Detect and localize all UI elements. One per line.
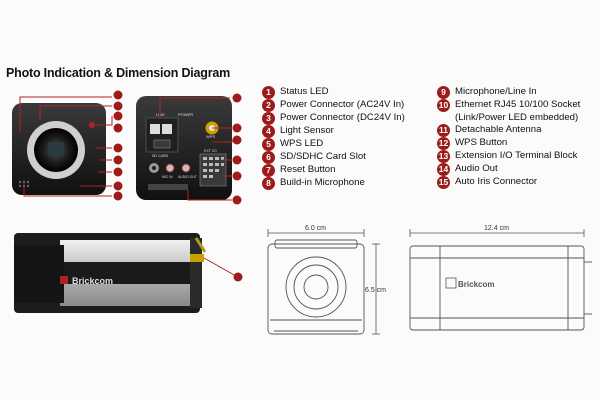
outline-brand-logo: Brickcom [458, 280, 494, 289]
legend-number-badge: 11 [437, 124, 450, 138]
legend-number-badge: 1 [262, 86, 275, 99]
legend-number-badge: 6 [262, 151, 275, 164]
rear-callout-badges [232, 93, 242, 205]
legend-item: 6 SD/SDHC Card Slot [262, 151, 405, 164]
legend-item: 9 Microphone/Line In [437, 86, 580, 99]
legend-label: SD/SDHC Card Slot [280, 151, 366, 162]
rear-view-camera: LINK POWER SD CARD WPS MIC IN AUDIO OUT … [136, 96, 232, 200]
legend-number-badge: 12 [437, 137, 450, 151]
page-title: Photo Indication & Dimension Diagram [6, 66, 231, 80]
legend-item: 5 WPS LED [262, 138, 405, 151]
legend-label: Power Connector (DC24V In) [280, 112, 405, 123]
legend-item: 8 Build-in Microphone [262, 177, 405, 190]
legend-item: 14 Audio Out [437, 163, 580, 177]
legend-number-badge: 4 [262, 125, 275, 138]
front-outline-drawing [267, 239, 365, 335]
rear-leader-lines [159, 97, 233, 201]
legend-item: 12 WPS Button [437, 137, 580, 151]
legend-label: Light Sensor [280, 125, 334, 136]
legend-label: Auto Iris Connector [455, 176, 538, 188]
legend-number-badge: 8 [262, 177, 275, 190]
front-height-label: 6.5 cm [365, 287, 386, 294]
legend-item: 10 Ethernet RJ45 10/100 Socket(Link/Power… [437, 99, 580, 124]
legend-item: 7 Reset Button [262, 164, 405, 177]
legend-number-badge: 3 [262, 112, 275, 125]
legend-label: Audio Out [455, 163, 498, 175]
legend-label: Build-in Microphone [280, 177, 365, 188]
legend-number-badge: 13 [437, 150, 450, 164]
front-callout-badges [113, 90, 123, 201]
rear-extio-label: EXT I/O [204, 149, 217, 153]
side-brand-logo: Brickcom [72, 276, 113, 286]
side-dimension-lines [409, 229, 585, 237]
legend-number-badge: 7 [262, 164, 275, 177]
front-view-camera [12, 103, 106, 195]
rear-mic-label: MIC IN [162, 175, 173, 179]
legend-number-badge: 5 [262, 138, 275, 151]
legend-number-badge: 2 [262, 99, 275, 112]
legend-item: 11 Detachable Antenna [437, 124, 580, 138]
legend-item: 15 Auto Iris Connector [437, 176, 580, 190]
rear-power-label: POWER [178, 112, 193, 117]
legend-label: Microphone/Line In [455, 86, 537, 97]
legend-label: Ethernet RJ45 10/100 Socket [455, 99, 581, 110]
legend-sublabel: (Link/Power LED embedded) [455, 111, 579, 123]
legend-right: 9 Microphone/Line In 10 Ethernet RJ45 10/1… [437, 86, 580, 190]
rear-sdcard-label: SD CARD [152, 154, 169, 158]
rear-link-label: LINK [156, 112, 165, 117]
legend-item: 4 Light Sensor [262, 125, 405, 138]
legend-item: 13 Extension I/O Terminal Block [437, 150, 580, 164]
legend-label: Power Connector (AC24V In) [280, 99, 405, 110]
front-width-label: 6.0 cm [305, 225, 326, 232]
legend-label-group: Ethernet RJ45 10/100 Socket(Link/Power L… [455, 99, 580, 124]
legend-item: 2 Power Connector (AC24V In) [262, 99, 405, 112]
legend-item: 1 Status LED [262, 86, 405, 99]
front-leader-lines [19, 96, 113, 197]
legend-number-badge: 14 [437, 163, 450, 177]
legend-label: Status LED [280, 86, 329, 97]
side-callout [203, 257, 243, 282]
legend-label: Extension I/O Terminal Block [455, 150, 578, 162]
legend-number-badge: 10 [437, 99, 450, 112]
side-length-label: 12.4 cm [484, 225, 509, 232]
front-dimension-lines [267, 229, 380, 335]
legend-item: 3 Power Connector (DC24V In) [262, 112, 405, 125]
legend-label: WPS LED [280, 138, 324, 149]
side-outline-drawing [409, 245, 592, 331]
legend-number-badge: 9 [437, 86, 450, 99]
legend-label: Reset Button [280, 164, 336, 175]
rear-wps-label: WPS [206, 134, 215, 139]
legend-label: Detachable Antenna [455, 124, 542, 136]
legend-label: WPS Button [455, 137, 508, 149]
rear-audio-label: AUDIO OUT [178, 175, 197, 179]
side-view-camera: Brickcom [14, 233, 207, 313]
legend-number-badge: 15 [437, 176, 450, 190]
